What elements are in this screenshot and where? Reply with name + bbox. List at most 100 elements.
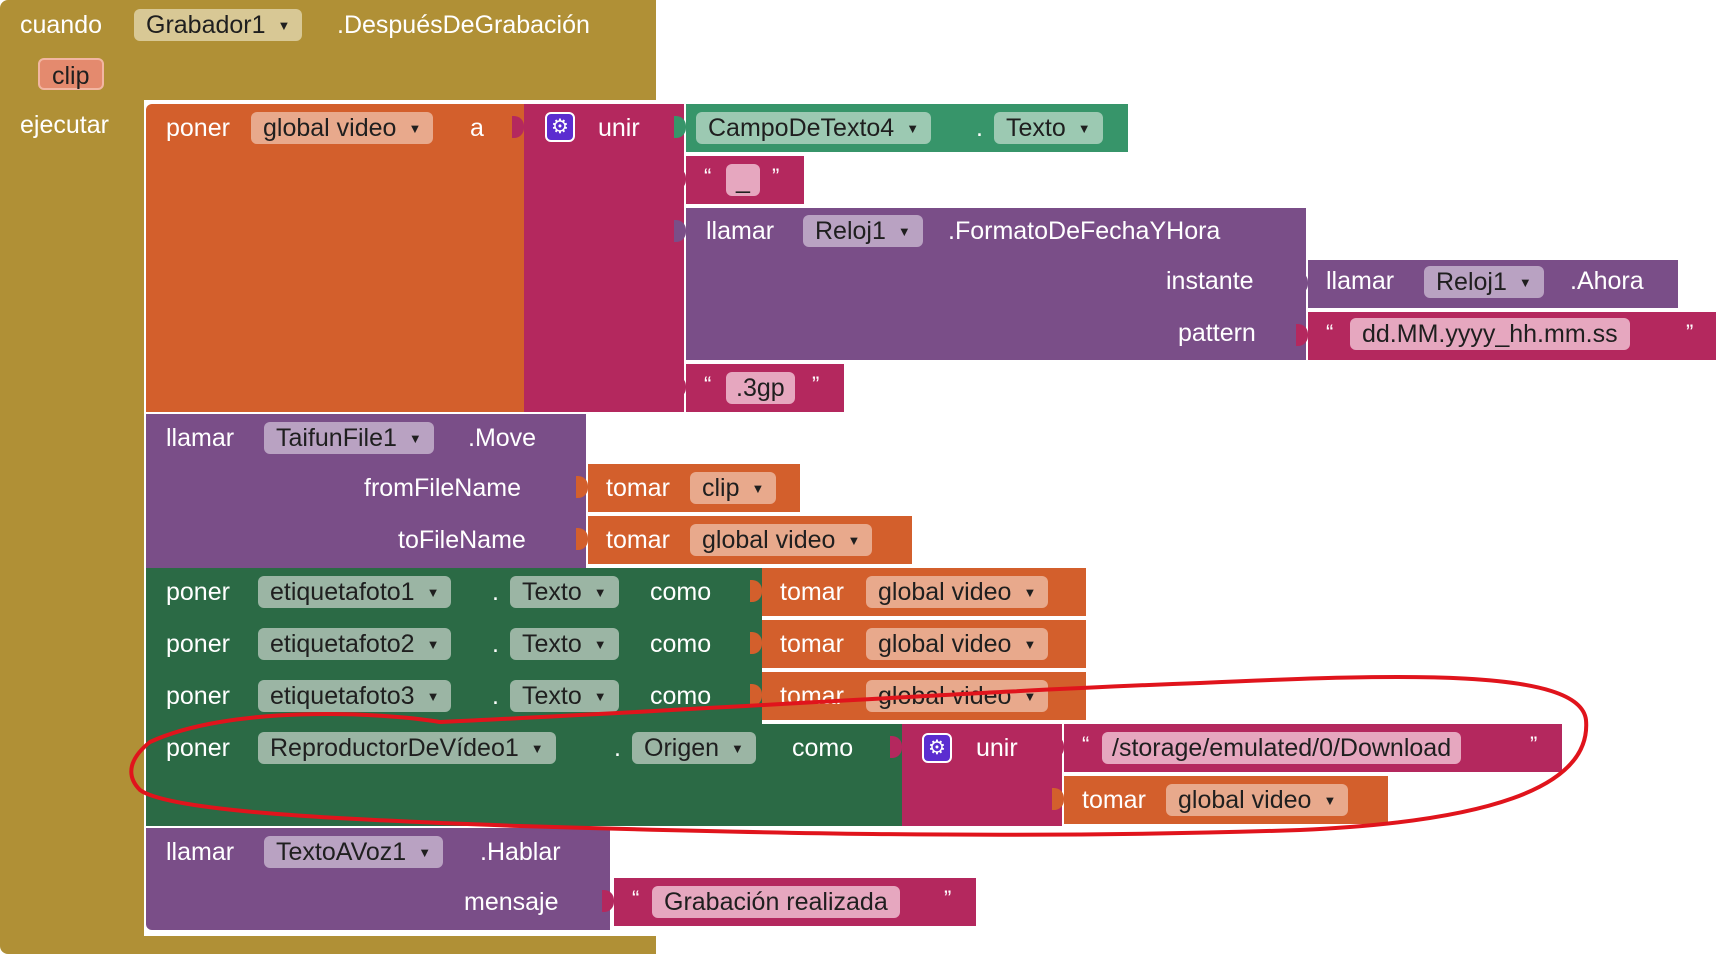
label3-component-dropdown[interactable]: etiquetafoto3▼ (258, 680, 452, 712)
setter-1-connector (750, 580, 762, 602)
message-text-value[interactable]: Grabación realizada (652, 886, 900, 918)
event-name-label: .DespuésDeGrabación (337, 11, 590, 39)
clock-component-dropdown[interactable]: Reloj1▼ (803, 215, 923, 247)
label2-property-dropdown[interactable]: Texto▼ (510, 628, 619, 660)
quote-close-icon: ” (944, 886, 952, 911)
label-setter-1-block[interactable] (146, 568, 762, 620)
join-connector (512, 116, 524, 138)
video-setter-dot: . (614, 734, 621, 762)
set-global-block[interactable] (146, 104, 524, 412)
pattern-connector (1296, 324, 1308, 346)
pattern-text-value[interactable]: dd.MM.yyyy_hh.mm.ss (1350, 318, 1630, 350)
taifun-component-dropdown[interactable]: TaifunFile1▼ (264, 422, 434, 454)
message-connector (602, 890, 614, 912)
video-join-label: unir (976, 734, 1018, 762)
move-call-keyword: llamar (166, 424, 235, 452)
call-connector (674, 220, 686, 242)
join-label: unir (598, 114, 640, 142)
quote-close-icon: ” (1686, 320, 1694, 345)
chevron-down-icon: ▼ (731, 741, 744, 756)
setter-3-get-keyword: tomar (780, 682, 844, 710)
move-method-label: .Move (468, 424, 537, 452)
chevron-down-icon: ▼ (426, 585, 440, 600)
event-param-clip[interactable]: clip (38, 58, 104, 90)
chevron-down-icon: ▼ (1323, 793, 1337, 808)
textbox-property-dropdown[interactable]: Texto▼ (994, 112, 1103, 144)
quote-open-icon: “ (704, 372, 712, 397)
now-call-keyword: llamar (1326, 267, 1395, 295)
chevron-down-icon: ▼ (593, 689, 607, 704)
chevron-down-icon: ▼ (277, 18, 291, 33)
chevron-down-icon: ▼ (426, 689, 440, 704)
chevron-down-icon: ▼ (593, 585, 607, 600)
quote-close-icon: ” (1530, 732, 1538, 757)
textbox-component-dropdown[interactable]: CampoDeTexto4▼ (696, 112, 932, 144)
label1-property-dropdown[interactable]: Texto▼ (510, 576, 619, 608)
quote-open-icon: “ (704, 164, 712, 189)
get-video-connector (576, 528, 588, 550)
getter-dot: . (976, 114, 983, 142)
label3-property-dropdown[interactable]: Texto▼ (510, 680, 619, 712)
extension-text-value[interactable]: .3gp (726, 372, 795, 404)
event-do-label: ejecutar (20, 111, 109, 139)
setter-2-keyword: poner (166, 630, 230, 658)
setter-3-var-dropdown[interactable]: global video▼ (866, 680, 1049, 712)
tts-component-dropdown[interactable]: TextoAVoz1▼ (264, 836, 444, 868)
video-setter-keyword: poner (166, 734, 230, 762)
video-var-dropdown[interactable]: global video▼ (1166, 784, 1349, 816)
now-method-label: .Ahora (1570, 267, 1644, 295)
quote-close-icon: ” (812, 372, 820, 397)
event-when-label: cuando (20, 11, 103, 39)
label2-component-dropdown[interactable]: etiquetafoto2▼ (258, 628, 452, 660)
global-video-dropdown[interactable]: global video▼ (251, 112, 434, 144)
speak-method-label: .Hablar (480, 838, 561, 866)
chevron-down-icon: ▼ (408, 121, 422, 136)
chevron-down-icon: ▼ (408, 431, 422, 446)
setter-2-dot: . (492, 630, 499, 658)
setter-3-as: como (650, 682, 712, 710)
underscore-text-value[interactable]: _ (726, 164, 760, 196)
join-block[interactable] (524, 104, 684, 412)
path-text-value[interactable]: /storage/emulated/0/Download (1102, 732, 1462, 764)
label1-component-dropdown[interactable]: etiquetafoto1▼ (258, 576, 452, 608)
quote-close-icon: ” (772, 164, 780, 189)
chevron-down-icon: ▼ (897, 224, 911, 239)
speak-call-keyword: llamar (166, 838, 235, 866)
setter-2-var-dropdown[interactable]: global video▼ (866, 628, 1049, 660)
video-source-property-dropdown[interactable]: Origen▼ (632, 732, 756, 764)
set-global-keyword: poner (166, 114, 230, 142)
global-video-var-dropdown[interactable]: global video▼ (690, 524, 873, 556)
video-setter-as: como (792, 734, 854, 762)
label-setter-2-block[interactable] (146, 620, 762, 672)
chevron-down-icon: ▼ (1023, 689, 1037, 704)
format-method-label: .FormatoDeFechaYHora (948, 217, 1221, 245)
from-filename-label: fromFileName (364, 474, 521, 502)
instante-label: instante (1166, 267, 1254, 295)
setter-1-var-dropdown[interactable]: global video▼ (866, 576, 1049, 608)
chevron-down-icon: ▼ (418, 845, 432, 860)
pattern-label: pattern (1178, 319, 1256, 347)
quote-open-icon: “ (1326, 320, 1334, 345)
chevron-down-icon: ▼ (1023, 585, 1037, 600)
gear-icon[interactable]: ⚙ (922, 733, 952, 763)
setter-2-connector (750, 632, 762, 654)
clip-var-dropdown[interactable]: clip▼ (690, 472, 777, 504)
event-component-dropdown[interactable]: Grabador1▼ (134, 9, 303, 41)
format-datetime-call-block[interactable] (686, 208, 1306, 360)
setter-1-keyword: poner (166, 578, 230, 606)
message-label: mensaje (464, 888, 559, 916)
now-clock-dropdown[interactable]: Reloj1▼ (1424, 266, 1544, 298)
text-connector (674, 168, 686, 190)
quote-open-icon: “ (632, 886, 640, 911)
video-player-component-dropdown[interactable]: ReproductorDeVídeo1▼ (258, 732, 556, 764)
setter-3-keyword: poner (166, 682, 230, 710)
gear-icon[interactable]: ⚙ (545, 112, 575, 142)
get-clip-connector (576, 476, 588, 498)
setter-2-as: como (650, 630, 712, 658)
get-video-keyword: tomar (606, 526, 670, 554)
get-clip-keyword: tomar (606, 474, 670, 502)
now-connector (1296, 272, 1308, 294)
extension-connector (674, 376, 686, 398)
chevron-down-icon: ▼ (847, 533, 861, 548)
to-filename-label: toFileName (398, 526, 526, 554)
